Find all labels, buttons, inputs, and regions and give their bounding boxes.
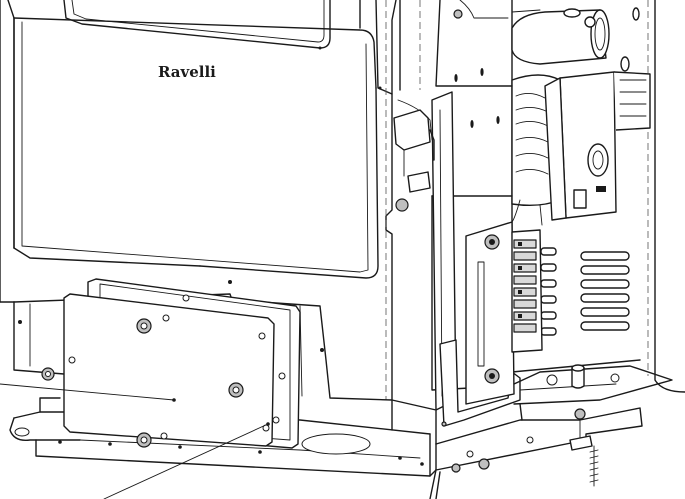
combustion-fan-assembly <box>511 7 651 226</box>
brand-logo: Ravelli <box>158 63 216 81</box>
right-side-panel <box>511 0 685 393</box>
terminal-strip <box>513 239 537 333</box>
stove-body: Ravelli <box>0 0 382 303</box>
leader-lines <box>0 383 269 499</box>
inspection-cover-front <box>41 293 275 448</box>
terminal-block-board <box>465 221 543 405</box>
ventilation-slots <box>580 251 630 331</box>
fixing-knob <box>41 318 244 448</box>
safety-thermostat <box>393 109 435 212</box>
rear-frame <box>375 0 513 411</box>
base-tray <box>435 364 673 487</box>
lower-support-frame <box>0 280 521 445</box>
